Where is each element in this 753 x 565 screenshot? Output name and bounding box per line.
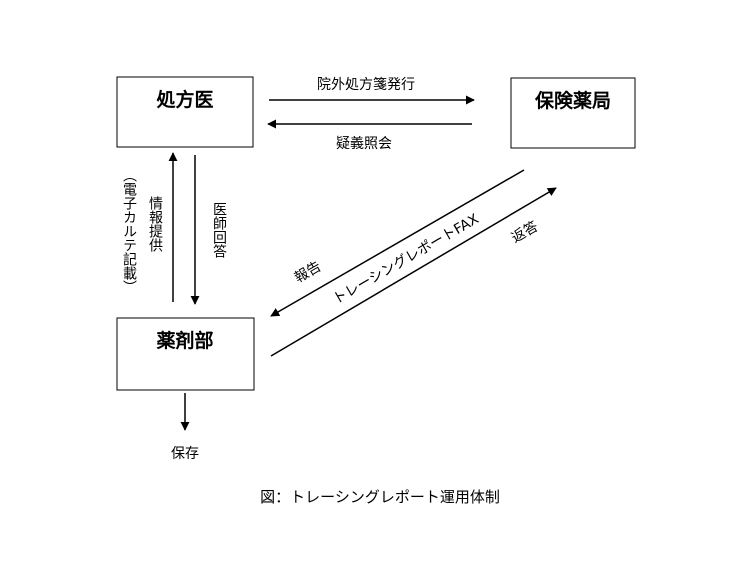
label-fax: トレーシングレポートFAX	[330, 211, 482, 308]
label-report: 報告	[292, 259, 324, 287]
figure-caption: 図：トレーシングレポート運用体制	[260, 488, 500, 506]
label-karte: （電子カルテ記載）	[121, 168, 137, 294]
node-dept-label: 薬剤部	[155, 329, 213, 352]
label-info: 情報提供	[147, 196, 163, 252]
label-answer: 医師回答	[211, 202, 227, 258]
label-store: 保存	[171, 446, 199, 462]
label-inquiry: 疑義照会	[336, 135, 392, 152]
arrow-report	[270, 169, 525, 317]
arrow-reply	[270, 187, 557, 357]
node-pharmacy-label: 保険薬局	[534, 89, 611, 112]
label-prescription: 院外処方箋発行	[317, 77, 415, 93]
node-dept: 薬剤部	[116, 317, 255, 391]
node-doctor-label: 処方医	[156, 88, 213, 111]
node-pharmacy: 保険薬局	[510, 77, 636, 149]
label-reply: 返答	[508, 218, 541, 247]
node-doctor: 処方医	[116, 76, 254, 148]
